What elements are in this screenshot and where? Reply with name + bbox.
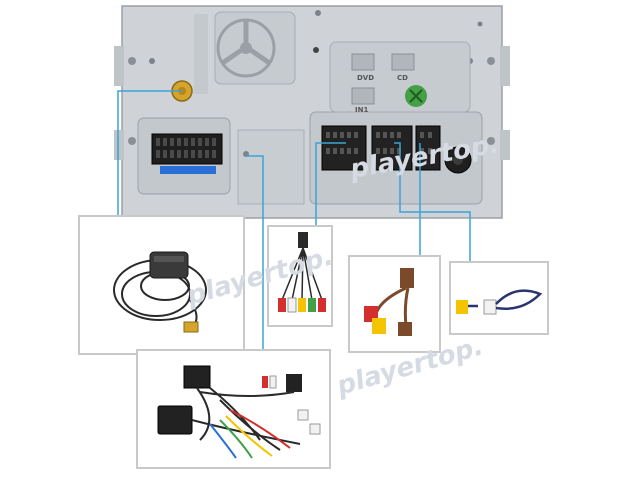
power-harness-port-bay xyxy=(137,117,231,195)
rca-cable-icon xyxy=(456,289,543,315)
chassis-ridge xyxy=(194,14,208,94)
rca-cable-icon xyxy=(278,232,326,313)
disc-port-block: DVD CD IN1 xyxy=(329,41,471,114)
leader-gps xyxy=(117,90,182,216)
camera-cable-panel xyxy=(449,261,549,335)
av-port-bay xyxy=(309,111,483,205)
leader-camera xyxy=(394,142,471,262)
rca-cable-icon xyxy=(364,268,414,336)
port-label-dvd: DVD xyxy=(357,74,374,82)
leader-lines xyxy=(117,90,471,350)
gps-antenna-icon xyxy=(113,251,207,333)
rca-pair-panel xyxy=(348,255,441,353)
leader-harness xyxy=(246,155,264,350)
port-label-in1: IN1 xyxy=(355,106,368,114)
leader-rca-bundle xyxy=(315,142,346,226)
sticker-mark-icon xyxy=(409,89,423,103)
wiring-harness-panel xyxy=(136,349,331,469)
rca-bundle-panel xyxy=(267,225,333,327)
cooling-fan-emblem xyxy=(214,11,296,85)
wiring-harness-icon xyxy=(157,365,321,459)
center-recess xyxy=(237,129,305,205)
port-label-cd: CD xyxy=(397,74,408,82)
